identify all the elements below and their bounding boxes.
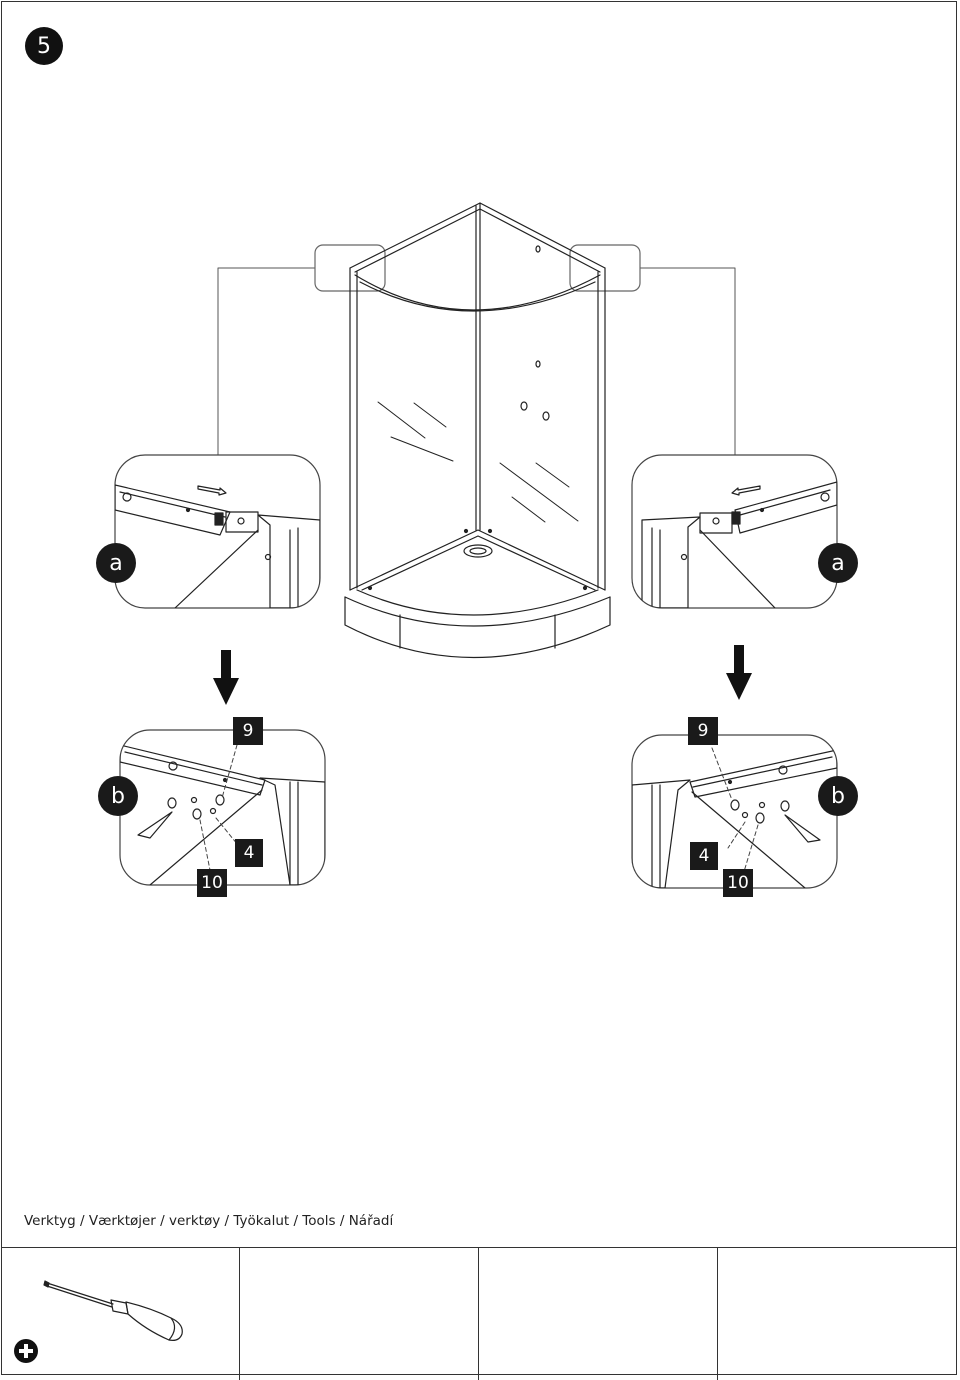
shower-enclosure bbox=[344, 202, 611, 658]
step-number-badge: 5 bbox=[25, 27, 63, 65]
detail-panel-b-right bbox=[631, 734, 838, 889]
part-number: 10 bbox=[201, 873, 223, 893]
callout-a-right: a bbox=[818, 543, 858, 583]
step-number: 5 bbox=[37, 33, 51, 59]
leader-lines bbox=[217, 267, 736, 456]
part-tag-9-right: 9 bbox=[688, 717, 718, 745]
down-arrow-left bbox=[213, 650, 239, 705]
tools-title: Verktyg / Værktøjer / verktøy / Työkalut… bbox=[24, 1213, 394, 1229]
tool-cell-3 bbox=[479, 1248, 718, 1380]
part-number: 9 bbox=[242, 721, 254, 741]
detail-panel-a-left bbox=[114, 454, 321, 609]
callout-b-right-label: b bbox=[831, 783, 845, 809]
part-tag-4-right: 4 bbox=[690, 842, 718, 870]
down-arrow-right bbox=[726, 645, 752, 700]
part-tag-4-left: 4 bbox=[235, 839, 263, 867]
part-number: 4 bbox=[698, 846, 710, 866]
callout-b-right: b bbox=[818, 776, 858, 816]
part-number: 10 bbox=[727, 873, 749, 893]
detail-panel-b-left bbox=[119, 729, 326, 886]
callout-b-left-label: b bbox=[111, 783, 125, 809]
tools-table bbox=[1, 1247, 957, 1380]
part-tag-10-right: 10 bbox=[723, 869, 753, 897]
part-number: 9 bbox=[697, 721, 709, 741]
tool-cell-1 bbox=[1, 1248, 240, 1380]
phillips-screwdriver-icon bbox=[43, 1280, 183, 1341]
assembly-illustration bbox=[114, 202, 838, 889]
plus-icon bbox=[14, 1339, 38, 1363]
tool-cell-2 bbox=[240, 1248, 479, 1380]
callout-a-right-label: a bbox=[831, 550, 845, 576]
part-tag-9-left: 9 bbox=[233, 717, 263, 745]
callout-b-left: b bbox=[98, 776, 138, 816]
callout-a-left: a bbox=[96, 543, 136, 583]
tool-cell-4 bbox=[718, 1248, 957, 1380]
callout-a-left-label: a bbox=[109, 550, 123, 576]
part-number: 4 bbox=[243, 843, 255, 863]
detail-panel-a-right bbox=[631, 454, 838, 609]
part-tag-10-left: 10 bbox=[197, 869, 227, 897]
